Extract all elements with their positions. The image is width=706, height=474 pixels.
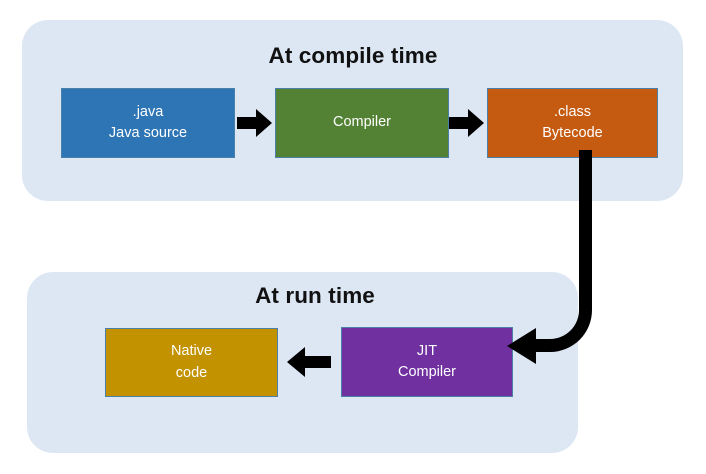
node-compiler[interactable]: Compiler	[275, 88, 449, 158]
node-native-code[interactable]: Native code	[105, 328, 278, 397]
node-java-source-line2: Java source	[108, 125, 188, 141]
node-java-source-line1: .java	[132, 103, 164, 120]
arrow-right-icon	[237, 109, 272, 137]
arrow-elbow-down-left-icon	[507, 150, 592, 364]
node-class-bytecode[interactable]: .class Bytecode	[487, 88, 658, 158]
node-jit-compiler-line2: Compiler	[397, 364, 456, 380]
node-native-code-line2: code	[175, 364, 208, 381]
node-class-bytecode-line2: Bytecode	[542, 125, 603, 141]
node-java-source[interactable]: .java Java source	[61, 88, 235, 158]
node-jit-compiler[interactable]: JIT Compiler	[341, 327, 513, 397]
panel-compile-time-title: At compile time	[268, 43, 438, 68]
arrow-right-icon	[449, 109, 484, 137]
panel-run-time-title: At run time	[255, 283, 375, 308]
node-class-bytecode-line1: .class	[553, 103, 592, 120]
node-jit-compiler-line1: JIT	[416, 342, 438, 359]
arrow-left-icon	[287, 347, 331, 377]
node-compiler-line1: Compiler	[332, 114, 391, 131]
node-native-code-line1: Native	[170, 343, 213, 360]
